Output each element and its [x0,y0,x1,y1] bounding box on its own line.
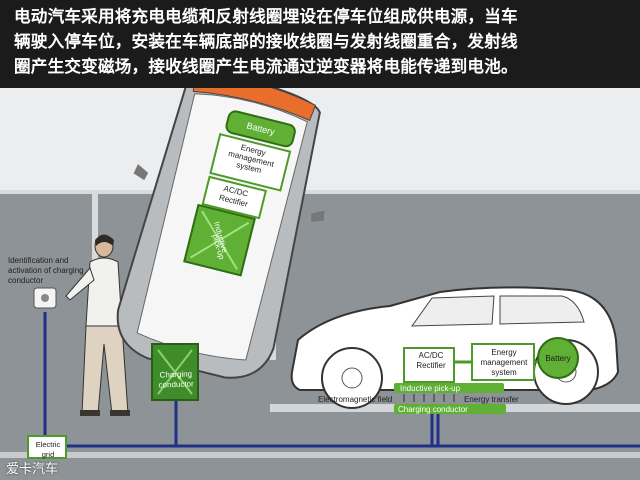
power-cables [43,312,640,448]
banner-line-3: 圈产生交变磁场，接收线圈产生电流通过逆变器将电能传递到电池。 [14,57,518,76]
top-car-inductive-pickup: Inductive pick-up [183,203,256,277]
person-figure [65,234,130,416]
inductive-pickup-label: Inductive pick-up [400,384,461,393]
side-charging-conductor-label: Charging conductor [398,405,468,414]
parking-line-top [0,190,640,194]
em-field-label: Electromagnetic field [318,395,393,404]
banner-line-2: 辆驶入停车位，安装在车辆底部的接收线圈与发射线圈重合，发射线 [14,32,518,51]
watermark: 爱卡汽车 [6,462,59,477]
side-car-battery-label: Battery [545,354,571,363]
energy-transfer-label: Energy transfer [464,395,519,404]
upper-background [0,88,640,198]
banner-line-1: 电动汽车采用将充电电缆和反射线圈埋设在停车位组成供电源，当车 [14,7,518,26]
pad-cross [157,349,193,395]
charging-post [33,287,57,309]
electric-grid-box [27,435,67,459]
description-banner: 电动汽车采用将充电电缆和反射线圈埋设在停车位组成供电源，当车 辆驶入停车位，安装… [0,0,640,88]
side-car-modules [394,337,579,414]
parking-line-base [0,452,640,458]
energy-transfer-arrows [403,394,455,402]
